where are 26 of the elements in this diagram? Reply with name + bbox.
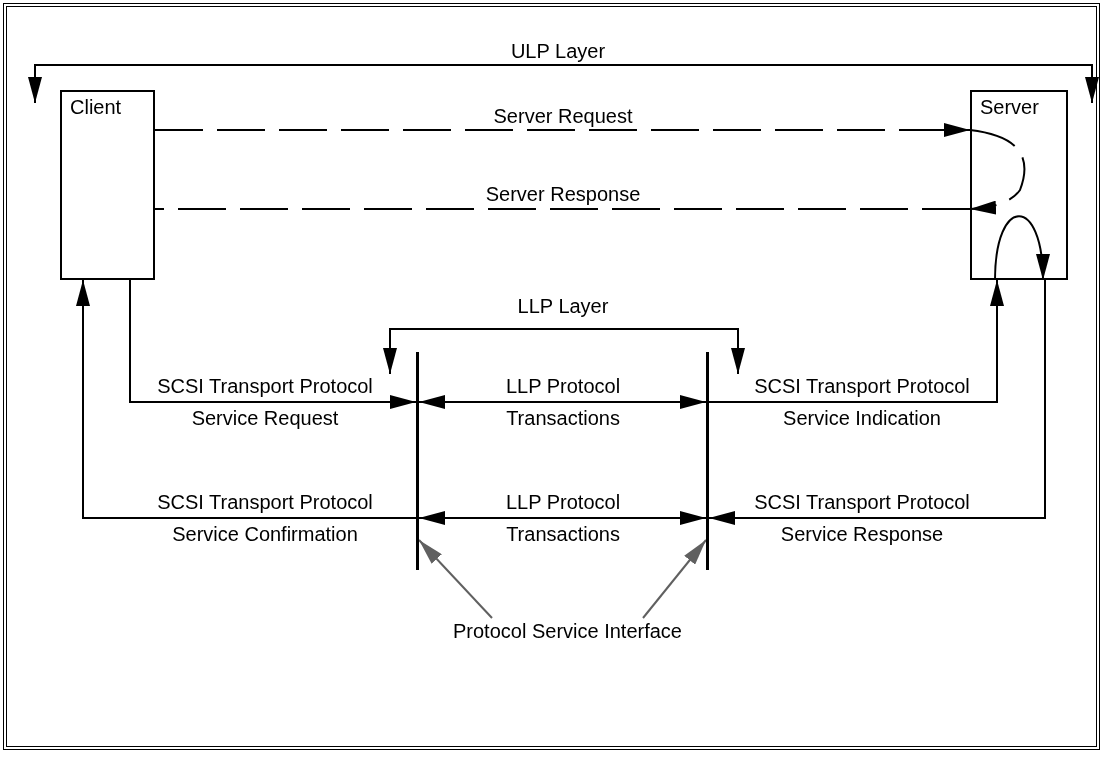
edge-label: SCSI Transport Protocol Service Confirmation xyxy=(156,490,374,547)
edge-label: LLP Protocol Transactions xyxy=(504,490,622,547)
interface-line xyxy=(416,352,419,570)
arrow xyxy=(129,279,417,409)
client-box xyxy=(60,90,155,280)
box-title: Server xyxy=(980,96,1039,119)
interface-line xyxy=(706,352,709,570)
server-box xyxy=(970,90,1068,280)
layer-label: ULP Layer xyxy=(509,40,607,63)
dashed-arrow xyxy=(969,129,1026,215)
edge-label: SCSI Transport Protocol Service Request xyxy=(156,374,374,431)
box-title: Client xyxy=(70,96,122,119)
layer-label: LLP Layer xyxy=(516,295,610,318)
arrow xyxy=(76,279,417,519)
edge-label: SCSI Transport Protocol Service Indication xyxy=(753,374,971,431)
arrow xyxy=(642,539,707,619)
arrow xyxy=(994,215,1049,281)
edge-label: LLP Protocol Transactions xyxy=(504,374,622,431)
edge-label: SCSI Transport Protocol Service Response xyxy=(753,490,971,547)
dashed-arrow xyxy=(154,123,971,137)
arrow xyxy=(708,279,1046,525)
arrow xyxy=(418,539,493,619)
arrow xyxy=(418,395,707,409)
arrow xyxy=(418,511,707,525)
interface-label: Protocol Service Interface xyxy=(430,618,705,678)
arrow xyxy=(708,279,1004,403)
